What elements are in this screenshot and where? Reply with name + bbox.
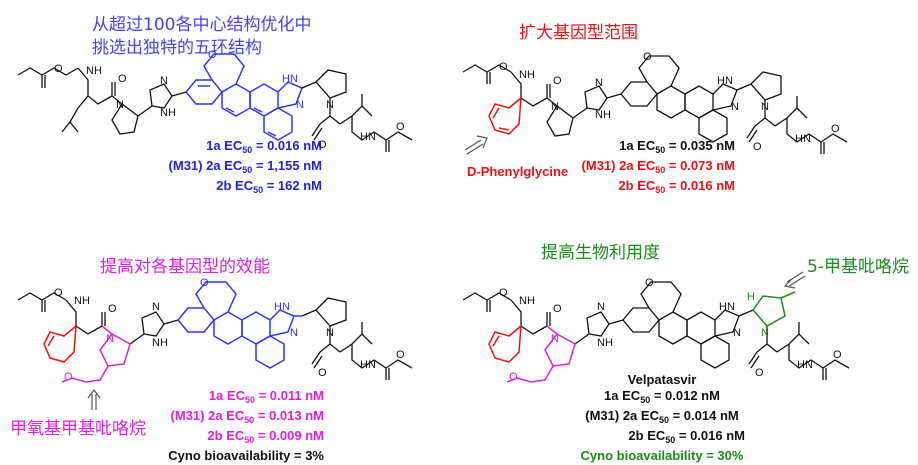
p2-atom-o4: O — [753, 141, 762, 153]
panel3-label: 甲氧基甲基吡咯烷 — [10, 419, 146, 439]
p2-atom-nh1: NH — [519, 69, 535, 81]
p1-atom-o4: O — [318, 139, 327, 151]
p3-atom-hn2: HN — [274, 301, 290, 313]
panel3-bioavailability: Cyno bioavailability = 3% — [168, 448, 324, 463]
p3-atom-o4: O — [318, 367, 327, 379]
panel1-results: 1a EC50 = 0.016 nM (M31) 2a EC50 = 1,155… — [142, 138, 322, 198]
p3-atom-nh2: HN — [360, 359, 376, 371]
p3-atom-o2: O — [108, 303, 117, 315]
p4-atom-n1: N — [551, 333, 559, 345]
p1-atom-nh2: HN — [360, 131, 376, 143]
p2-atom-hn2: HN — [717, 75, 733, 87]
p1-atom-o3: O — [208, 49, 217, 61]
p4-atom-o4: O — [755, 367, 764, 379]
panel1-result-1a: 1a EC50 = 0.016 nM — [206, 138, 322, 155]
panel3-result-2b: 2b EC50 = 0.009 nM — [207, 428, 324, 445]
panel1-title-line2: 挑选出独特的五环结构 — [92, 38, 262, 58]
panel-bottom-right: 提高生物利用度 5-甲基吡咯烷 — [459, 232, 918, 465]
p3-atom-n3: N — [290, 327, 298, 339]
p3-atom-n2: N — [152, 301, 160, 313]
p4-atom-hn2: HN — [719, 301, 735, 313]
p3-atom-o6: O — [64, 371, 73, 383]
p4-atom-n4: N — [761, 327, 769, 339]
p1-atom-o2: O — [118, 73, 127, 85]
p3-atom-o1: O — [54, 287, 63, 299]
panel-top-right: 扩大基因型范围 — [459, 0, 918, 232]
panel1-result-2a: (M31) 2a EC50 = 1,155 nM — [168, 158, 322, 175]
panel2-result-2a: (M31) 2a EC50 = 0.073 nM — [581, 158, 735, 175]
p2-atom-o1: O — [499, 61, 508, 73]
p3-atom-nh1: NH — [74, 295, 90, 307]
panel1-result-2b: 2b EC50 = 162 nM — [216, 178, 322, 195]
p3-atom-n4: N — [326, 327, 334, 339]
panel3-result-1a: 1a EC50 = 0.011 nM — [208, 388, 324, 405]
p1-atom-o1: O — [54, 63, 63, 75]
panel4-result-1a: 1a EC50 = 0.012 nM — [604, 388, 720, 405]
p4-atom-n3: N — [733, 327, 741, 339]
panel2-result-1a: 1a EC50 = 0.035 nM — [619, 138, 735, 155]
p3-atom-o3: O — [200, 277, 209, 289]
p1-atom-n2: N — [160, 75, 168, 87]
panel-top-left: 从超过100各中心结构优化中 挑选出独特的五环结构 — [0, 0, 459, 232]
panel2-molecule: O NH O N N NH O HN N N O HN O — [462, 51, 848, 155]
panel4-compound-name: Velpatasvir — [627, 372, 697, 387]
p4-atom-o2: O — [553, 303, 562, 315]
p2-atom-o5: O — [831, 123, 840, 135]
panel-bottom-left: 提高对各基因型的效能 — [0, 232, 459, 465]
panel4-label: 5-甲基吡咯烷 — [807, 257, 909, 277]
p4-atom-o6: O — [509, 371, 518, 383]
panel4-result-2a: (M31) 2a EC50 = 0.014 nM — [585, 408, 739, 425]
panel4-title: 提高生物利用度 — [541, 243, 660, 263]
p1-atom-n4: N — [326, 99, 334, 111]
panel4-bioavailability: Cyno bioavailability = 30% — [580, 448, 744, 463]
p3-atom-o5: O — [396, 349, 405, 361]
p2-atom-nh2: HN — [795, 133, 811, 145]
p1-atom-o5: O — [396, 121, 405, 133]
p4-atom-nh2: HN — [797, 359, 813, 371]
p3-atom-hn1: NH — [152, 337, 168, 349]
panel4-result-2b: 2b EC50 = 0.016 nM — [628, 428, 745, 445]
panel3-molecule: O NH O N N NH O HN N N O HN O O — [17, 277, 413, 410]
p4-atom-nh1: NH — [519, 295, 535, 307]
p1-atom-nh1: NH — [86, 65, 102, 77]
p4-atom-o1: O — [499, 287, 508, 299]
p4-atom-n2: N — [597, 301, 605, 313]
p2-atom-n2: N — [595, 77, 603, 89]
p2-atom-n3: N — [731, 101, 739, 113]
panel4-molecule: O NH O N N NH O HN N N H O HN O O — [462, 271, 850, 383]
p2-atom-o3: O — [643, 51, 652, 63]
p2-atom-o2: O — [553, 75, 562, 87]
p4-atom-hn1: NH — [597, 337, 613, 349]
panel1-molecule: O NH O N N NH O HN N N O HN O — [17, 49, 413, 152]
panel2-result-2b: 2b EC50 = 0.016 nM — [618, 178, 735, 195]
panel3-result-2a: (M31) 2a EC50 = 0.013 nM — [170, 408, 324, 425]
panel4-results: Velpatasvir 1a EC50 = 0.012 nM (M31) 2a … — [567, 372, 757, 464]
p1-atom-n1: N — [116, 99, 124, 111]
p2-atom-hn1: NH — [595, 109, 611, 121]
panel2-label: D-Phenylglycine — [467, 164, 569, 179]
p2-atom-n1: N — [551, 101, 559, 113]
p4-atom-o3: O — [645, 277, 654, 289]
p2-atom-n4: N — [761, 101, 769, 113]
panel2-title: 扩大基因型范围 — [519, 23, 638, 43]
panel2-results: 1a EC50 = 0.035 nM (M31) 2a EC50 = 0.073… — [555, 138, 735, 198]
panel1-title-line1: 从超过100各中心结构优化中 — [92, 15, 312, 35]
panel3-title: 提高对各基因型的效能 — [100, 257, 270, 277]
p1-atom-hn2: HN — [282, 73, 298, 85]
p1-atom-hn1: NH — [160, 107, 176, 119]
p4-atom-o5: O — [833, 349, 842, 361]
p3-atom-n1: N — [106, 333, 114, 345]
panel3-results: 1a EC50 = 0.011 nM (M31) 2a EC50 = 0.013… — [146, 388, 324, 464]
p4-atom-h: H — [747, 291, 755, 303]
p1-atom-n3: N — [296, 99, 304, 111]
